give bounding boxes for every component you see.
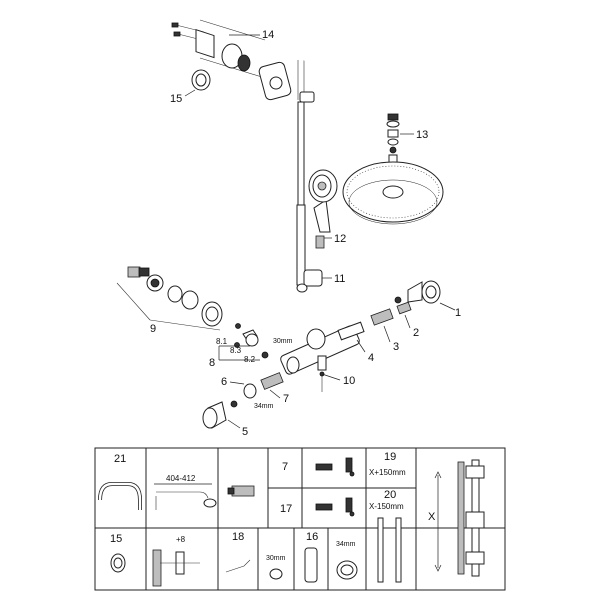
valve-icon-17	[315, 497, 355, 517]
table-label-15: 15	[110, 533, 122, 545]
callout-8-2: 8.2	[244, 355, 256, 364]
table-label-7: 7	[282, 461, 288, 473]
hand-shower	[308, 169, 338, 233]
callout-3: 3	[393, 341, 399, 353]
table-dim-34mm: 34mm	[336, 541, 356, 548]
table-dim-30mm: 30mm	[266, 555, 286, 562]
callout-5: 5	[242, 426, 248, 438]
table-label-19: 19	[384, 451, 396, 463]
callout-10: 10	[343, 375, 355, 387]
callout-1: 1	[455, 307, 461, 319]
callout-14: 14	[262, 29, 274, 41]
callout-9: 9	[150, 323, 156, 335]
callout-11: 11	[334, 273, 345, 285]
left-connector-set-9: 9	[116, 266, 223, 335]
callout-8-1: 8.1	[216, 337, 228, 346]
bracket-body	[221, 43, 292, 101]
callout-8: 8	[209, 357, 215, 369]
callout-4: 4	[368, 352, 374, 364]
spare-parts-table: 21 404-412 7 17 19 X+150mm 20 X-150mm	[94, 447, 506, 591]
dimension-34mm: 34mm	[254, 403, 274, 410]
table-x-minus-150: X-150mm	[369, 502, 404, 511]
cartridge-icon	[227, 485, 255, 497]
thermostat-body	[280, 325, 360, 392]
table-label-18: 18	[232, 531, 244, 543]
table-plus-8: +8	[176, 535, 186, 544]
wall-bracket-assembly: 14 15	[170, 19, 292, 105]
callout-6: 6	[221, 376, 227, 388]
table-label-16: 16	[306, 531, 318, 543]
head-shower: 13	[342, 113, 444, 225]
callout-15: 15	[170, 93, 182, 105]
callout-8-3: 8.3	[230, 346, 242, 355]
rosette-15	[191, 69, 211, 91]
lower-connector-set: 6 7 5 34mm	[202, 372, 289, 438]
table-x-label: X	[428, 511, 436, 523]
table-label-21: 21	[114, 453, 126, 465]
table-dim-404-412: 404-412	[166, 474, 196, 483]
table-label-20: 20	[384, 489, 396, 501]
hose-connector-12: 12	[315, 233, 346, 249]
table-label-17: 17	[280, 503, 292, 515]
slider-11: 11	[296, 269, 345, 293]
callout-2: 2	[413, 327, 419, 339]
dimension-30mm: 30mm	[273, 338, 293, 345]
riser-pipe-assembly	[296, 39, 394, 286]
part-8-subassembly: 8.1 8.3 8.2 8 30mm	[209, 323, 293, 369]
callout-13: 13	[416, 129, 428, 141]
callout-7: 7	[283, 393, 289, 405]
table-x-plus-150: X+150mm	[369, 468, 406, 477]
valve-icon-7	[315, 457, 355, 477]
right-connector-set: 1 2 3 4 10	[321, 280, 461, 387]
callout-12: 12	[334, 233, 346, 245]
